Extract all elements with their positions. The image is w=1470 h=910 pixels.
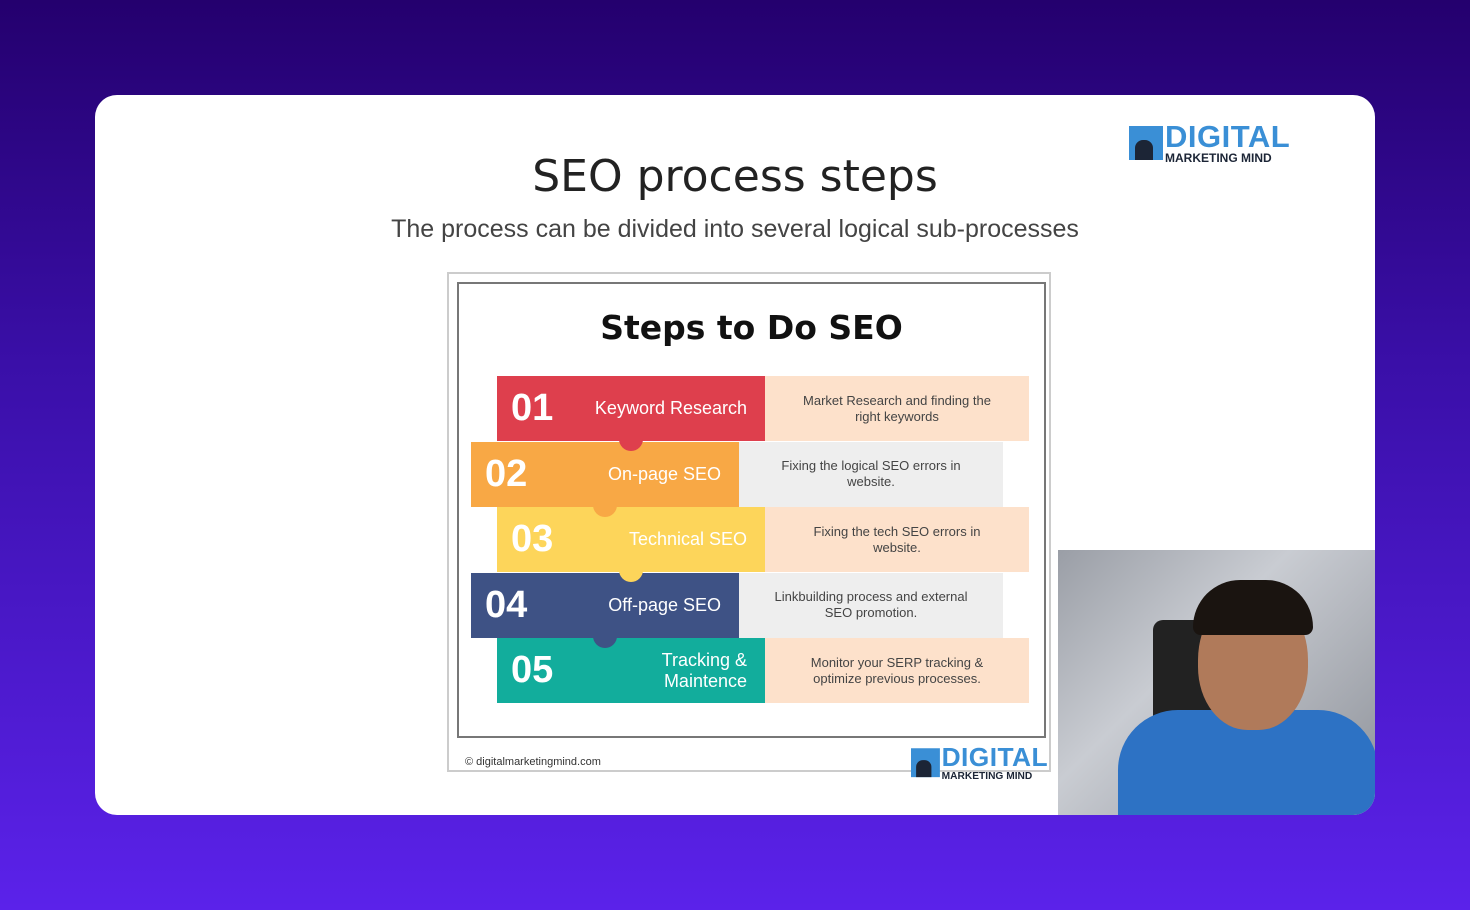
logo-head-icon <box>911 747 940 777</box>
step-description: Fixing the logical SEO errors in website… <box>739 441 1003 507</box>
step-number: 04 <box>485 583 528 626</box>
seo-steps-image: Steps to Do SEO 01 Keyword Research Mark… <box>447 272 1051 781</box>
step-label: Tracking & Maintence <box>661 649 747 691</box>
step-label-block: 03 Technical SEO <box>497 507 765 582</box>
step-label-block: 01 Keyword Research <box>497 376 765 451</box>
step-description: Market Research and finding the right ke… <box>765 376 1029 441</box>
step-label: Off-page SEO <box>608 594 721 615</box>
logo-head-icon <box>1129 125 1163 160</box>
step-label: Technical SEO <box>628 529 747 549</box>
step-row: 01 Keyword Research Market Research and … <box>497 376 1029 451</box>
puzzle-tab <box>593 635 617 648</box>
step-description: Monitor your SERP tracking & optimize pr… <box>765 638 1029 703</box>
logo-big: DIGITAL <box>1165 119 1291 154</box>
step-number: 02 <box>485 452 528 495</box>
slide-title: SEO process steps <box>532 151 938 202</box>
step-number: 05 <box>511 649 554 691</box>
presenter-hair <box>1193 580 1313 635</box>
step-label-block: 04 Off-page SEO <box>471 572 739 648</box>
step-description: Linkbuilding process and external SEO pr… <box>739 572 1003 638</box>
step-number: 01 <box>511 387 554 429</box>
step-label: On-page SEO <box>607 463 721 484</box>
step-label-block: 05 Tracking & Maintence <box>497 638 765 703</box>
image-heading: Steps to Do SEO <box>600 308 903 347</box>
step-row: 04 Off-page SEO Linkbuilding process and… <box>471 572 1003 648</box>
puzzle-tab <box>593 504 617 517</box>
logo-small: MARKETING MIND <box>1165 151 1272 165</box>
step-row: 03 Technical SEO Fixing the tech SEO err… <box>497 507 1029 582</box>
image-footer: © digitalmarketingmind.com <box>465 756 601 768</box>
step-label-block: 02 On-page SEO <box>471 441 739 517</box>
step-number: 03 <box>511 518 554 560</box>
puzzle-tab <box>619 439 643 451</box>
image-inner-border: Steps to Do SEO 01 Keyword Research Mark… <box>457 282 1046 738</box>
step-label: Keyword Research <box>594 398 747 418</box>
webcam-video <box>1058 550 1375 815</box>
puzzle-tab <box>619 570 643 582</box>
logo-small: MARKETING MIND <box>941 769 1033 782</box>
step-description: Fixing the tech SEO errors in website. <box>765 507 1029 572</box>
logo-big: DIGITAL <box>941 742 1049 773</box>
step-row: 05 Tracking & Maintence Monitor your SER… <box>497 638 1029 703</box>
slide-subtitle: The process can be divided into several … <box>391 215 1079 243</box>
step-row: 02 On-page SEO Fixing the logical SEO er… <box>471 441 1003 517</box>
